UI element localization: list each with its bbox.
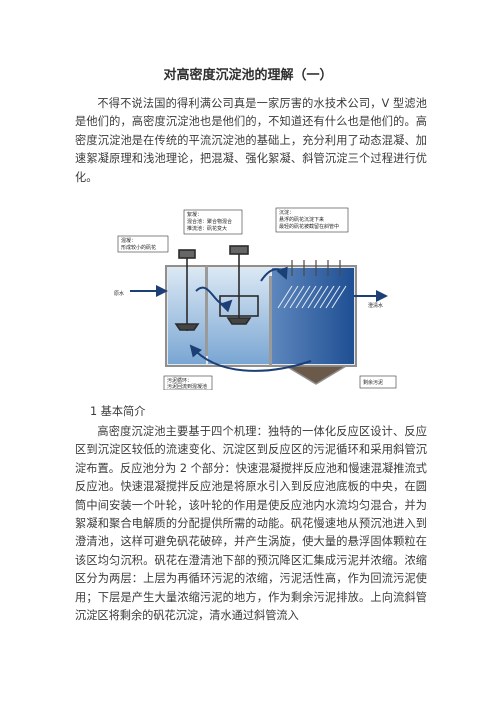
svg-text:污泥回流到混凝池: 污泥回流到混凝池	[167, 383, 207, 390]
svg-text:推流池：矾花变大: 推流池：矾花变大	[187, 225, 227, 232]
section-heading: 1 基本简介	[90, 405, 146, 418]
body-paragraph: 高密度沉淀池主要基于四个机理：独特的一体化反应区设计、反应区到沉淀区较低的流速变…	[75, 425, 427, 623]
process-diagram: 混凝： 形成较小的矾花 絮凝： 混合池：聚合物混合 推流池：矾花变大 沉淀： 悬…	[114, 207, 397, 390]
svg-text:剩余污泥: 剩余污泥	[363, 379, 383, 386]
callout-recycle: 污泥循环： 污泥回流到混凝池	[163, 375, 213, 390]
svg-text:混凝：: 混凝：	[121, 237, 136, 244]
svg-text:污泥循环：: 污泥循环：	[167, 377, 192, 384]
outlet-label: 澄清水	[368, 302, 383, 309]
flow-arrows	[130, 266, 388, 372]
intro-paragraph: 不得不说法国的得利满公司真是一家厉害的水技术公司，V 型滤池是他们的，高密度沉淀…	[75, 97, 427, 184]
svg-text:形成较小的矾花: 形成较小的矾花	[121, 244, 156, 251]
callout-flocculation: 絮凝： 混合池：聚合物混合 推流池：矾花变大	[183, 209, 243, 235]
tank-body	[165, 265, 357, 385]
svg-text:沉淀：: 沉淀：	[279, 209, 294, 216]
svg-text:最轻的矾花被截留在斜管中: 最轻的矾花被截留在斜管中	[279, 223, 339, 230]
svg-text:絮凝：: 絮凝：	[187, 211, 202, 218]
inlet-label: 原水	[114, 290, 124, 297]
callout-mixing: 混凝： 形成较小的矾花	[117, 235, 169, 253]
inclined-tubes	[277, 285, 347, 309]
svg-text:悬浮的矾花沉淀下来: 悬浮的矾花沉淀下来	[279, 216, 324, 223]
collection-launders	[291, 260, 341, 276]
article-title: 对高密度沉淀池的理解（一）	[163, 68, 333, 83]
svg-text:混合池：聚合物混合: 混合池：聚合物混合	[187, 218, 232, 225]
callout-excess-sludge: 剩余污泥	[359, 375, 397, 389]
callout-settling: 沉淀： 悬浮的矾花沉淀下来 最轻的矾花被截留在斜管中	[275, 207, 349, 233]
